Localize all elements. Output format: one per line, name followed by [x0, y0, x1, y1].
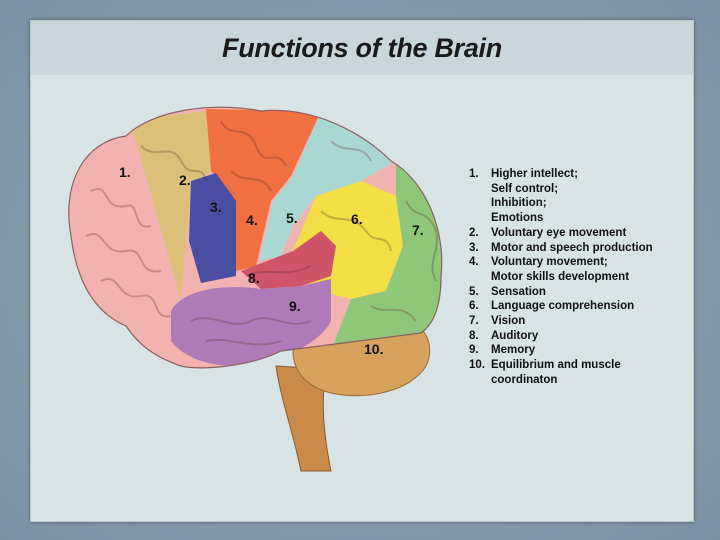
region-label-10: 10.: [364, 341, 383, 357]
legend-text: Voluntary eye movement: [491, 226, 627, 239]
legend-text: Inhibition;: [491, 197, 547, 210]
legend-number: 9.: [469, 344, 479, 357]
legend-text: Sensation: [491, 285, 546, 298]
legend-text: Higher intellect;: [491, 168, 578, 180]
brain-stem: [275, 365, 332, 472]
region-label-8: 8.: [248, 270, 260, 286]
legend-number: 3.: [469, 241, 479, 254]
function-legend: 1. Higher intellect; Self control; Inhib…: [469, 167, 653, 388]
legend-text: Self control;: [491, 182, 559, 195]
legend-continuation: Motor skills development: [469, 270, 653, 285]
legend-continuation: Inhibition;: [469, 196, 653, 211]
legend-item: 5. Sensation: [469, 285, 653, 300]
slide-card: Functions of the Brain: [30, 20, 694, 522]
legend-text: Emotions: [491, 212, 544, 225]
legend-number: 2.: [469, 226, 479, 239]
legend-number: 10.: [469, 359, 485, 372]
legend-item: 1. Higher intellect;: [469, 167, 653, 182]
legend-item: 4. Voluntary movement;: [469, 255, 653, 270]
legend-text: Language comprehension: [491, 300, 635, 313]
brain-outline: [68, 106, 443, 369]
legend-text: coordinaton: [491, 373, 558, 386]
region-9-temporal-lobe: [171, 279, 331, 366]
region-label-1: 1.: [119, 164, 131, 180]
legend-item: 9. Memory: [469, 343, 653, 358]
legend-item: 2. Voluntary eye movement: [469, 226, 653, 241]
gyri-texture: [85, 120, 439, 346]
legend-item: 3. Motor and speech production: [469, 241, 653, 256]
title-band: [31, 21, 693, 75]
legend-continuation: Self control;: [469, 182, 653, 197]
region-4-motor-cortex: [206, 109, 321, 271]
legend-item: 7. Vision: [469, 314, 653, 329]
brain-diagram: 1. 2. 3. 4. 5. 6. 7. 8. 9. 10.: [68, 106, 443, 472]
region-3-broca: [189, 173, 236, 283]
legend-item: 10. Equilibrium and muscle: [469, 358, 653, 373]
legend-number: 7.: [469, 315, 479, 328]
region-label-2: 2.: [179, 172, 191, 188]
legend-number: 1.: [469, 168, 479, 180]
region-label-9: 9.: [289, 298, 301, 314]
legend-text: Motor and speech production: [491, 241, 653, 254]
legend-text: Voluntary movement;: [491, 256, 608, 269]
legend-number: 4.: [469, 256, 479, 269]
legend-continuation: Emotions: [469, 211, 653, 226]
legend-number: 5.: [469, 285, 479, 298]
legend-item: 6. Language comprehension: [469, 299, 653, 314]
region-label-4: 4.: [246, 212, 258, 228]
legend-text: Auditory: [491, 329, 539, 342]
legend-text: Vision: [491, 315, 526, 328]
page-title: Functions of the Brain: [222, 33, 502, 63]
region-label-7: 7.: [412, 222, 424, 238]
region-5-somatosensory: [259, 111, 396, 261]
legend-item: 8. Auditory: [469, 329, 653, 344]
region-label-5: 5.: [286, 210, 298, 226]
legend-number: 6.: [469, 300, 479, 313]
legend-number: 8.: [469, 329, 479, 342]
legend-text: Motor skills development: [491, 270, 630, 283]
region-2-frontal-eye: [126, 111, 211, 301]
legend-text: Memory: [491, 344, 536, 357]
region-label-3: 3.: [210, 199, 222, 215]
region-label-6: 6.: [351, 211, 363, 227]
legend-continuation: coordinaton: [469, 373, 653, 388]
legend-text: Equilibrium and muscle: [491, 359, 621, 372]
region-8-auditory-cortex: [241, 231, 336, 289]
